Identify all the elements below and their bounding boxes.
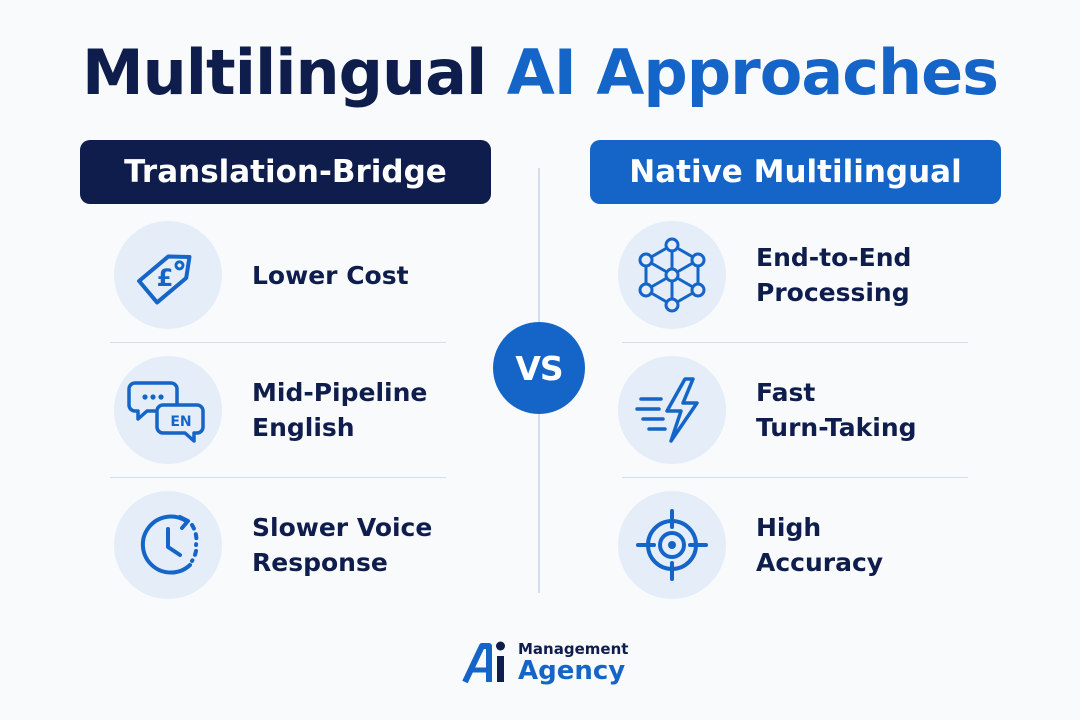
icon-badge: [618, 221, 726, 329]
item-label: Slower Voice Response: [252, 513, 433, 577]
row-divider: [110, 342, 446, 343]
list-item-end-to-end-processing: End-to-End Processing: [618, 220, 978, 330]
icon-badge: [618, 491, 726, 599]
target-crosshair-icon: [636, 509, 708, 581]
list-item-mid-pipeline-english: EN Mid-Pipeline English: [114, 355, 454, 465]
item-label: Mid-Pipeline English: [252, 378, 428, 442]
list-item-lower-cost: £ Lower Cost: [114, 220, 454, 330]
translation-bridge-header: Translation-Bridge: [80, 140, 491, 204]
list-item-high-accuracy: High Accuracy: [618, 490, 978, 600]
lightning-speed-icon: [635, 377, 699, 443]
list-item-slower-voice-response: Slower Voice Response: [114, 490, 454, 600]
row-divider: [622, 477, 968, 478]
icon-badge: EN: [114, 356, 222, 464]
en-badge-text: EN: [170, 414, 191, 430]
title-part-blue: AI Approaches: [506, 36, 999, 109]
icon-badge: [114, 491, 222, 599]
title-part-dark: Multilingual: [81, 36, 487, 109]
page-title: Multilingual AI Approaches: [0, 28, 1080, 118]
ai-logo-mark: [462, 641, 505, 684]
item-label: High Accuracy: [756, 513, 884, 577]
network-icon: [638, 237, 706, 313]
item-label: Fast Turn-Taking: [756, 378, 917, 442]
native-multilingual-header: Native Multilingual: [590, 140, 1001, 204]
clock-icon: [140, 514, 199, 575]
logo-line-1: Management: [518, 640, 629, 658]
item-label: End-to-End Processing: [756, 243, 912, 307]
svg-text:£: £: [157, 264, 174, 292]
list-item-fast-turn-taking: Fast Turn-Taking: [618, 355, 978, 465]
pound-price-tag-icon: £: [137, 254, 192, 305]
chat-bubbles-en-icon: EN: [127, 381, 205, 443]
icon-badge: £: [114, 221, 222, 329]
vs-badge: VS: [493, 322, 585, 414]
logo-line-2: Agency: [518, 656, 626, 686]
row-divider: [622, 342, 968, 343]
icon-badge: [618, 356, 726, 464]
row-divider: [110, 477, 446, 478]
brand-logo: Management Agency: [462, 636, 632, 690]
item-label: Lower Cost: [252, 260, 409, 290]
